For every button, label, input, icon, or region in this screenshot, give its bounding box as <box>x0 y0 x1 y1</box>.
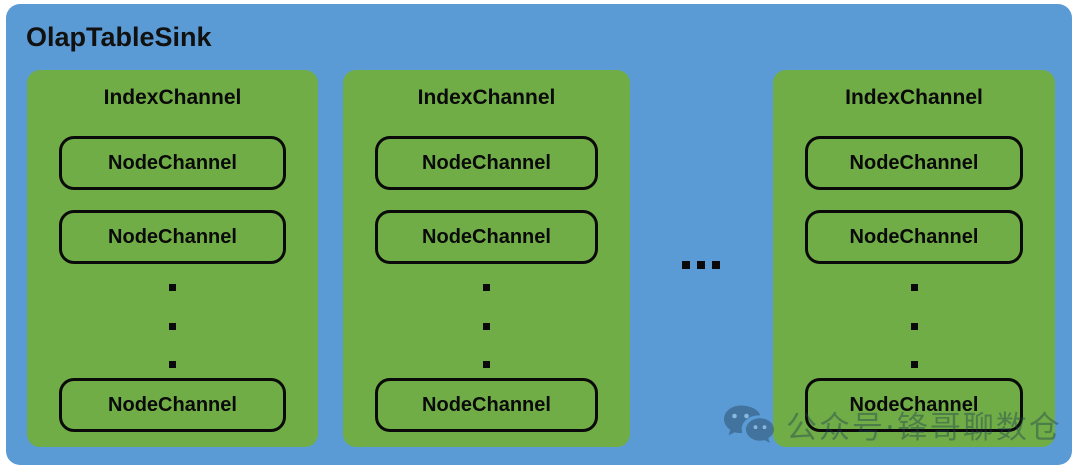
index-channel-panel: IndexChannel NodeChannel NodeChannel Nod… <box>773 70 1055 447</box>
vertical-ellipsis-icon <box>343 280 630 368</box>
index-channel-title: IndexChannel <box>417 86 556 109</box>
node-channel-box: NodeChannel <box>59 210 286 264</box>
node-channel-box: NodeChannel <box>375 378 598 432</box>
node-channel-box: NodeChannel <box>59 136 286 190</box>
horizontal-ellipsis-icon <box>682 258 742 272</box>
node-channel-box: NodeChannel <box>805 136 1023 190</box>
wechat-icon <box>724 405 774 443</box>
node-channel-label: NodeChannel <box>422 151 551 174</box>
node-channel-label: NodeChannel <box>849 393 979 416</box>
node-channel-box: NodeChannel <box>805 378 1023 432</box>
node-channel-label: NodeChannel <box>422 393 551 416</box>
vertical-ellipsis-icon <box>773 280 1055 368</box>
index-channel-title: IndexChannel <box>845 86 983 109</box>
index-channel-panel: IndexChannel NodeChannel NodeChannel Nod… <box>343 70 630 447</box>
node-channel-box: NodeChannel <box>805 210 1023 264</box>
node-channel-label: NodeChannel <box>108 225 237 248</box>
node-channel-label: NodeChannel <box>849 151 979 174</box>
node-channel-label: NodeChannel <box>422 225 551 248</box>
page-title: OlapTableSink <box>26 22 212 52</box>
olap-table-sink-container: OlapTableSink IndexChannel NodeChannel N… <box>6 4 1072 465</box>
node-channel-box: NodeChannel <box>375 136 598 190</box>
index-channel-title: IndexChannel <box>103 86 242 109</box>
node-channel-box: NodeChannel <box>375 210 598 264</box>
vertical-ellipsis-icon <box>27 280 318 368</box>
node-channel-box: NodeChannel <box>59 378 286 432</box>
node-channel-label: NodeChannel <box>849 225 979 248</box>
node-channel-label: NodeChannel <box>108 151 237 174</box>
node-channel-label: NodeChannel <box>108 393 237 416</box>
index-channel-panel: IndexChannel NodeChannel NodeChannel Nod… <box>27 70 318 447</box>
